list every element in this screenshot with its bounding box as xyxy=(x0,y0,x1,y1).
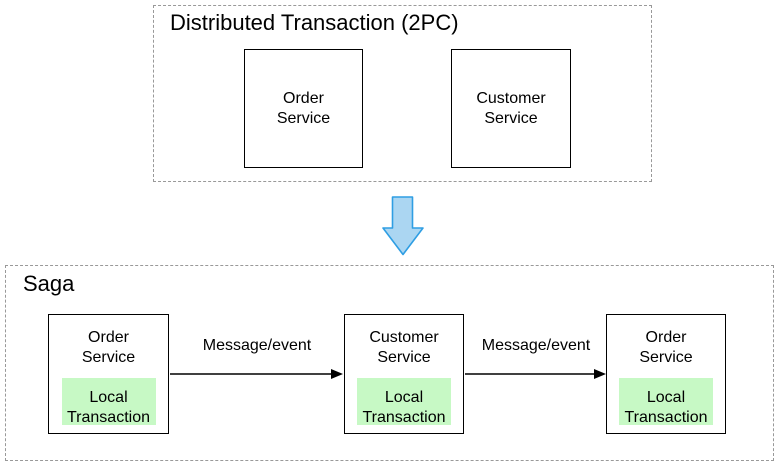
local-transaction-label: Local Transaction xyxy=(67,389,150,426)
saga-node-label: Order Service xyxy=(639,329,693,366)
order-service-label: Order Service xyxy=(276,89,331,127)
customer-service-label: Customer Service xyxy=(476,89,546,127)
saga-title: Saga xyxy=(23,271,75,296)
message-event-label-2: Message/event xyxy=(481,337,591,354)
distributed-transaction-frame: Distributed Transaction (2PC) Order Serv… xyxy=(153,5,652,182)
saga-node-label: Order Service xyxy=(81,329,136,366)
saga-node-order-1: Order Service Local Transaction xyxy=(48,314,169,434)
message-arrowhead-1 xyxy=(331,369,343,379)
local-transaction-box: Local Transaction xyxy=(619,378,713,426)
order-service-box-2pc: Order Service xyxy=(244,49,363,168)
local-transaction-box: Local Transaction xyxy=(357,378,451,426)
local-transaction-label: Local Transaction xyxy=(362,389,446,426)
local-transaction-label: Local Transaction xyxy=(624,389,708,426)
local-transaction-box: Local Transaction xyxy=(61,378,156,426)
distributed-transaction-title: Distributed Transaction (2PC) xyxy=(170,10,459,35)
message-arrowhead-2 xyxy=(594,369,606,379)
saga-frame: Saga Order Service Local Transaction Cus… xyxy=(5,265,774,461)
saga-node-label: Customer Service xyxy=(369,329,439,366)
down-arrow-shape xyxy=(382,196,424,256)
down-arrow-icon xyxy=(382,196,424,256)
saga-node-customer: Customer Service Local Transaction xyxy=(344,314,464,434)
saga-node-order-2: Order Service Local Transaction xyxy=(606,314,726,434)
customer-service-box-2pc: Customer Service xyxy=(451,49,571,168)
message-event-label-1: Message/event xyxy=(202,337,312,354)
